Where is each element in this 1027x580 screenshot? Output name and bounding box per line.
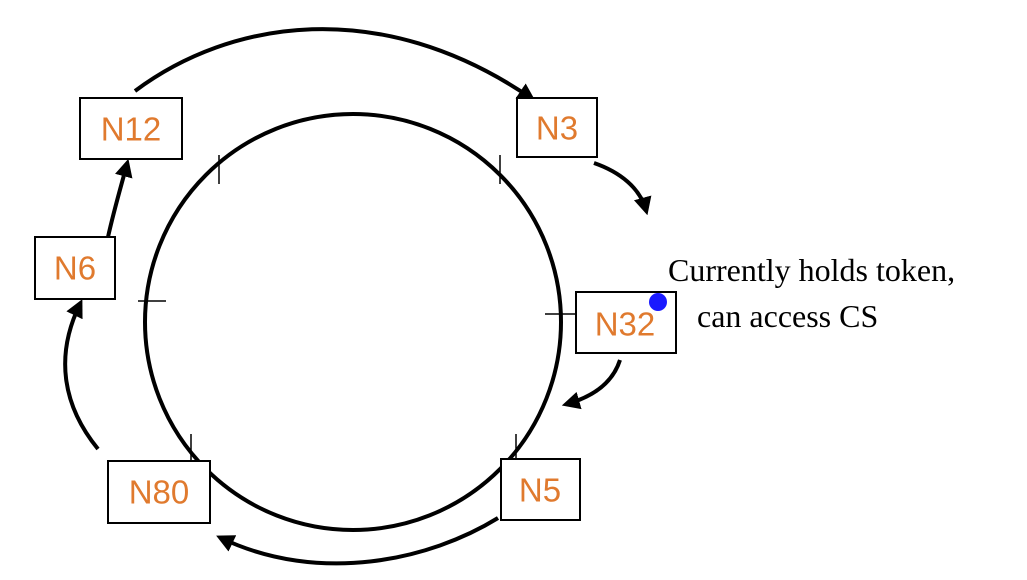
arrow-n5-to-n80	[216, 516, 500, 566]
node-label: N3	[536, 110, 578, 147]
annotation-line-2: can access CS	[697, 298, 878, 334]
ring-ticks	[138, 155, 577, 464]
node-n80: N80	[107, 460, 211, 524]
node-label: N6	[54, 250, 96, 287]
node-box	[79, 97, 183, 160]
arrow-n3-to-n32	[593, 161, 652, 216]
annotation-line-1: Currently holds token,	[668, 252, 955, 288]
node-box	[516, 97, 598, 158]
node-n6: N6	[34, 236, 116, 300]
arrow-n6-to-n12	[106, 158, 133, 238]
node-label: N80	[129, 474, 190, 511]
node-box	[34, 236, 116, 300]
node-n12: N12	[79, 97, 183, 160]
token-arrows	[63, 27, 652, 566]
node-label: N12	[101, 111, 162, 148]
token-annotation: Currently holds token, can access CS	[668, 252, 955, 334]
node-label: N32	[595, 306, 656, 343]
ring-circle	[143, 112, 563, 532]
token-dot	[649, 293, 667, 311]
node-box	[500, 458, 581, 521]
arrow-n80-to-n6	[63, 299, 100, 451]
arrow-n12-to-n3	[133, 27, 536, 102]
arrow-n32-to-n5	[561, 359, 622, 410]
node-n32: N32	[575, 291, 677, 354]
node-box	[107, 460, 211, 524]
node-label: N5	[519, 472, 561, 509]
node-n3: N3	[516, 97, 598, 158]
node-n5: N5	[500, 458, 581, 521]
